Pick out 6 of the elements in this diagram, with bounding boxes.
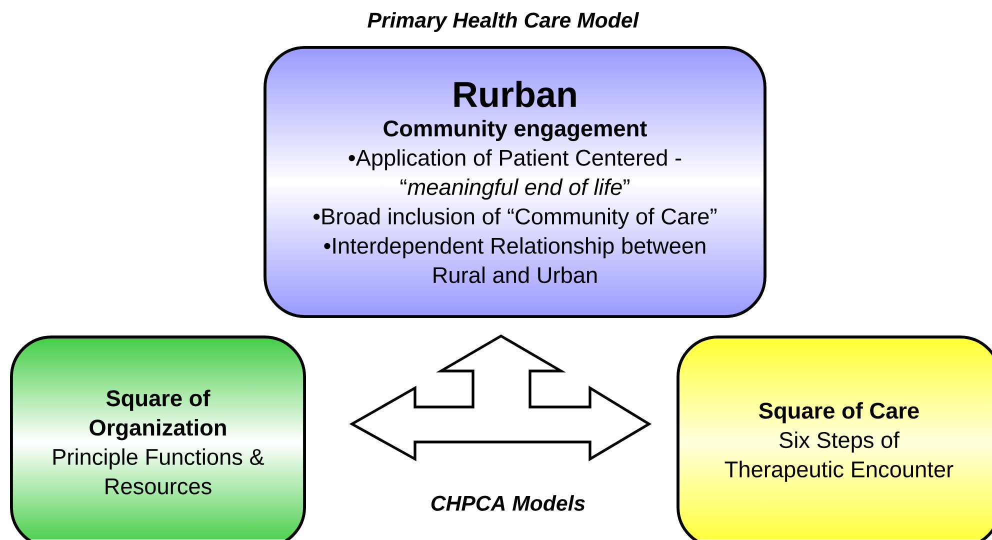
three-way-block-arrow bbox=[349, 334, 652, 462]
title: Primary Health Care Model bbox=[368, 12, 640, 32]
caption-label: CHPCA Models bbox=[431, 495, 585, 511]
rounded-box: Rurban Community engagement •Application of Patient Centered - “meaningful end of life” •Broad inclusion of “Community of Care” •Interdependent Relationship between Rural and Urban bbox=[264, 46, 766, 318]
rounded-box: Square of Care Six Steps of Therapeutic Encounter bbox=[676, 336, 992, 540]
rounded-box: Square of Organization Principle Functions & Resources bbox=[10, 336, 306, 540]
